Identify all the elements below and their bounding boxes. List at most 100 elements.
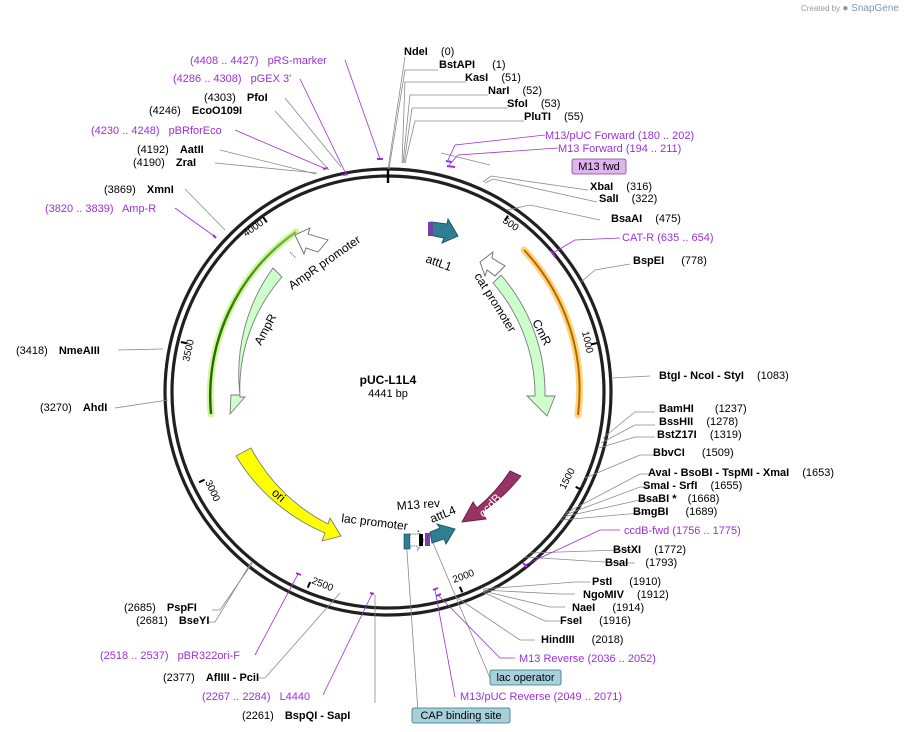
site-name: AflIII - PciI — [206, 672, 259, 684]
primer-label: CAT-R (635 .. 654) — [622, 232, 714, 244]
feature-attl1 — [428, 217, 459, 244]
scale-ticks: 500 1000 1500 2000 2500 3000 3500 4000 — [180, 215, 598, 594]
site-name: HindIII — [541, 634, 575, 646]
site-bp: (4192) — [137, 144, 169, 156]
primer-range: (2518 .. 2537) — [100, 650, 169, 662]
svg-text:(4246) EcoO109I: (4246) EcoO109I — [149, 105, 242, 117]
svg-text:BsaAI (475): BsaAI (475) — [611, 213, 681, 225]
site-name: XbaI — [590, 181, 613, 193]
svg-text:lac operator: lac operator — [496, 672, 554, 684]
site-name: BsaBI * — [638, 493, 677, 505]
site-name: NgoMIV — [583, 589, 625, 601]
primer-label: M13 Reverse (2036 .. 2052) — [519, 653, 656, 665]
feature-ampr-promoter-dots — [289, 251, 297, 259]
site-name: BtgI - NcoI - StyI — [659, 370, 744, 382]
site-name: BsaAI — [611, 213, 642, 225]
tick-label: 2000 — [451, 568, 476, 586]
primer-range: (3820 .. 3839) — [45, 203, 114, 215]
site-name: SmaI - SrfI — [643, 480, 697, 492]
site-bp: (4246) — [149, 105, 181, 117]
site-bp: (1278) — [706, 416, 738, 428]
site-bp: (1653) — [802, 467, 834, 479]
site-name: KasI — [465, 72, 488, 84]
primer-labels: M13/pUC Forward (180 .. 202) M13 Forward… — [45, 55, 741, 703]
site-name: EcoO109I — [192, 105, 242, 117]
site-bp: (1) — [492, 59, 505, 71]
site-name: PfoI — [247, 92, 268, 104]
site-bp: (2261) — [242, 710, 274, 722]
box-cap-site: CAP binding site — [411, 707, 511, 724]
site-bp: (1912) — [637, 589, 669, 601]
svg-text:AvaI - BsoBI - TspMI - XmaI (1: AvaI - BsoBI - TspMI - XmaI (1653) — [648, 467, 834, 479]
feature-lac-operator — [403, 533, 411, 550]
svg-text:(4192) AatII: (4192) AatII — [137, 144, 204, 156]
site-name: BspEI — [633, 255, 664, 267]
site-name: BbvCI — [653, 447, 685, 459]
svg-text:CAP binding site: CAP binding site — [420, 710, 501, 722]
site-bp: (1910) — [629, 576, 661, 588]
site-name: ZraI — [176, 157, 196, 169]
tick-label: 3500 — [181, 338, 197, 363]
site-bp: (2377) — [163, 672, 195, 684]
box-lac-operator: lac operator — [489, 669, 562, 686]
svg-text:HindIII (2018): HindIII (2018) — [541, 634, 623, 646]
site-bp: (322) — [632, 193, 658, 205]
site-name: FseI — [560, 615, 582, 627]
site-name: BsaI — [605, 557, 628, 569]
site-bp: (1914) — [612, 602, 644, 614]
site-bp: (4303) — [204, 92, 236, 104]
site-bp: (1237) — [715, 403, 747, 415]
primer-label: pGEX 3' — [251, 73, 292, 85]
svg-text:SmaI - SrfI (1655): SmaI - SrfI (1655) — [643, 480, 742, 492]
svg-text:KasI (51): KasI (51) — [465, 72, 521, 84]
svg-text:NarI (52): NarI (52) — [488, 85, 542, 97]
primer-range: (4230 .. 4248) — [91, 125, 160, 137]
svg-text:(4230 .. 4248) pBRforEco: (4230 .. 4248) pBRforEco — [91, 125, 222, 137]
plasmid-name: pUC-L1L4 — [360, 373, 417, 387]
site-name: BssHII — [659, 416, 693, 428]
plasmid-length: 4441 bp — [368, 388, 408, 400]
svg-text:(2685) PspFI: (2685) PspFI — [124, 602, 197, 614]
tick-label: 1500 — [558, 466, 578, 491]
site-name: PspFI — [167, 602, 197, 614]
svg-text:XbaI (316): XbaI (316) — [590, 181, 652, 193]
svg-text:PluTI (55): PluTI (55) — [524, 111, 584, 123]
site-name: NdeI — [404, 46, 428, 58]
snapgene-branding: Created by ● SnapGene — [801, 3, 899, 14]
svg-text:(2267 .. 2284) L4440: (2267 .. 2284) L4440 — [202, 691, 310, 703]
site-name: AvaI - BsoBI - TspMI - XmaI — [648, 467, 789, 479]
svg-text:(2681) BseYI: (2681) BseYI — [136, 615, 209, 627]
svg-text:SfoI (53): SfoI (53) — [507, 98, 560, 110]
svg-text:BssHII (1278): BssHII (1278) — [659, 416, 738, 428]
site-name: BmgBI — [633, 506, 668, 518]
site-name: PluTI — [524, 111, 551, 123]
primer-range: (4286 .. 4308) — [173, 73, 242, 85]
site-bp: (475) — [655, 213, 681, 225]
site-bp: (2018) — [592, 634, 624, 646]
site-bp: (1083) — [757, 370, 789, 382]
svg-text:(2261) BspQI - SapI: (2261) BspQI - SapI — [242, 710, 350, 722]
feature-ampr-highlight — [206, 228, 300, 418]
primer-label: pBR322ori-F — [178, 650, 241, 662]
brand-prefix: Created by — [800, 4, 841, 13]
site-bp: (316) — [626, 181, 652, 193]
svg-text:BtgI - NcoI - StyI (1083): BtgI - NcoI - StyI (1083) — [659, 370, 789, 382]
feature-m13-rev — [419, 534, 423, 546]
svg-text:(4303) PfoI: (4303) PfoI — [204, 92, 268, 104]
svg-text:NgoMIV (1912): NgoMIV (1912) — [583, 589, 669, 601]
primer-label: M13 Forward (194 .. 211) — [558, 143, 681, 155]
label-attl1: attL1 — [424, 252, 454, 274]
site-bp: (3418) — [16, 345, 48, 357]
svg-text:(4190) ZraI: (4190) ZraI — [133, 157, 196, 169]
site-name: PstI — [592, 576, 612, 588]
site-bp: (3270) — [40, 402, 72, 414]
feature-ampr — [229, 267, 283, 416]
svg-text:NaeI (1914): NaeI (1914) — [572, 602, 644, 614]
primer-label: pBRforEco — [169, 125, 222, 137]
tick-label: 1000 — [579, 330, 595, 355]
feature-ampr-promoter — [294, 227, 329, 256]
feature-attl1-cap — [428, 222, 433, 236]
svg-text:NdeI (0): NdeI (0) — [404, 46, 454, 58]
site-bp: (1689) — [686, 506, 718, 518]
tick-label: 3000 — [202, 479, 222, 504]
